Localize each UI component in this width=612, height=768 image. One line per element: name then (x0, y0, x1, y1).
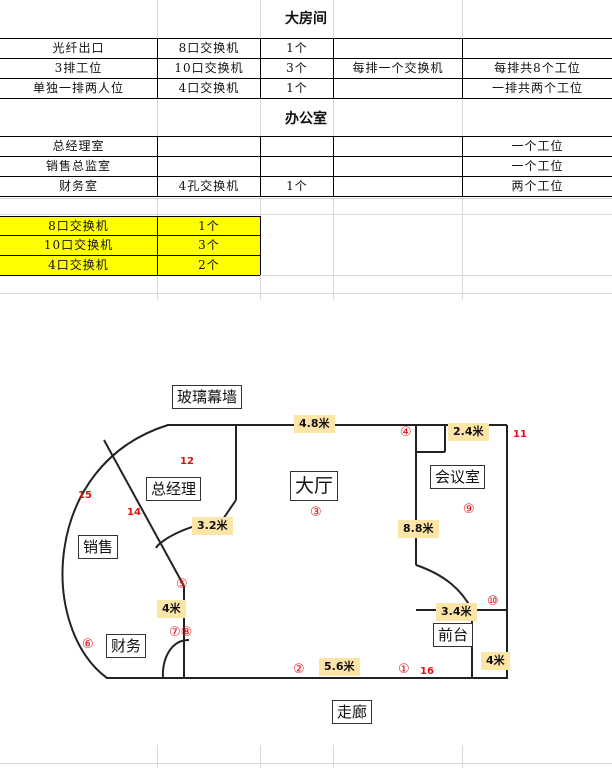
outlet-marker: ⑥ (82, 637, 94, 652)
table-cell: 每排一个交换机 (352, 61, 444, 75)
table-border (0, 98, 612, 99)
outlet-marker: 15 (78, 490, 92, 501)
table-border (157, 38, 158, 98)
table-border (0, 216, 260, 217)
table-cell: 两个工位 (511, 179, 564, 193)
dimension-label: 8.8米 (398, 520, 439, 538)
summary-highlight (0, 216, 260, 275)
table-cell: 3个 (286, 61, 308, 75)
table-border (157, 216, 158, 275)
table-border (462, 38, 463, 98)
table-cell: 每排共8个工位 (494, 61, 581, 75)
table-border (0, 275, 260, 276)
table-border (260, 38, 261, 98)
summary-cell: 3个 (198, 238, 220, 252)
table-border (0, 38, 612, 39)
table-cell: 一个工位 (511, 139, 564, 153)
dimension-label: 5.6米 (319, 658, 360, 676)
table-cell: 10口交换机 (174, 61, 244, 75)
table-border (0, 255, 260, 256)
table-border (0, 176, 612, 177)
table-cell: 总经理室 (52, 139, 105, 153)
table-cell: 一个工位 (511, 159, 564, 173)
table-cell: 光纤出口 (52, 41, 105, 55)
table-cell: 销售总监室 (45, 159, 111, 173)
summary-cell: 2个 (198, 258, 220, 272)
outlet-marker: ⑩ (487, 594, 499, 609)
room-label-ceo: 总经理 (146, 477, 202, 501)
table-cell: 1个 (286, 179, 308, 193)
dimension-label: 2.4米 (448, 423, 489, 441)
summary-cell: 10口交换机 (43, 238, 114, 252)
gridline (0, 214, 612, 215)
room-label-hall: 大厅 (290, 471, 339, 501)
table-cell: 1个 (286, 41, 308, 55)
table-cell: 单独一排两人位 (32, 81, 124, 95)
outlet-marker: ⑤ (176, 577, 188, 592)
table-border (0, 196, 612, 197)
table-border (0, 78, 612, 79)
outlet-marker: ⑦⑧ (169, 625, 193, 640)
table-border (260, 136, 261, 196)
summary-cell: 8口交换机 (48, 219, 109, 233)
table-border (0, 235, 260, 236)
table-cell: 1个 (286, 81, 308, 95)
table-border (333, 136, 334, 196)
room-label-finance: 财务 (106, 634, 147, 658)
table-cell: 4孔交换机 (178, 179, 240, 193)
table-cell: 4口交换机 (178, 81, 240, 95)
gridline (0, 293, 612, 294)
table-border (333, 38, 334, 98)
outlet-marker: 12 (180, 456, 194, 467)
summary-cell: 4口交换机 (48, 258, 109, 272)
table-border (0, 58, 612, 59)
gridline (0, 275, 612, 276)
dimension-label: 4.8米 (294, 415, 335, 433)
outlet-marker: ① (398, 662, 410, 677)
summary-cell: 1个 (198, 219, 220, 233)
table-cell: 3排工位 (54, 61, 103, 75)
room-label-meeting: 会议室 (430, 465, 486, 489)
outlet-marker: 14 (127, 507, 141, 518)
dimension-label: 4米 (157, 600, 186, 618)
room-label-reception: 前台 (433, 623, 474, 647)
dimension-label: 3.2米 (192, 517, 233, 535)
room-label-sales: 销售 (78, 535, 119, 559)
outlet-marker: ④ (400, 425, 412, 440)
table-border (157, 136, 158, 196)
gridline (0, 198, 612, 199)
dimension-label: 4米 (481, 652, 510, 670)
table-border (0, 136, 612, 137)
outlet-marker: ③ (310, 505, 322, 520)
room-label-glass-wall: 玻璃幕墙 (172, 385, 243, 409)
floor-plan-background (0, 300, 612, 745)
table-border (260, 216, 261, 275)
section-title-big-room: 大房间 (285, 11, 327, 27)
outlet-marker: 11 (513, 429, 527, 440)
table-border (462, 136, 463, 196)
table-cell: 8口交换机 (178, 41, 240, 55)
outlet-marker: ⑨ (463, 502, 475, 517)
room-label-corridor: 走廊 (332, 700, 373, 724)
section-title-office: 办公室 (285, 111, 327, 127)
table-border (0, 156, 612, 157)
table-cell: 财务室 (58, 179, 98, 193)
outlet-marker: 16 (420, 666, 434, 677)
table-cell: 一排共两个工位 (491, 81, 583, 95)
outlet-marker: ② (293, 662, 305, 677)
gridline (0, 763, 612, 764)
dimension-label: 3.4米 (436, 603, 477, 621)
